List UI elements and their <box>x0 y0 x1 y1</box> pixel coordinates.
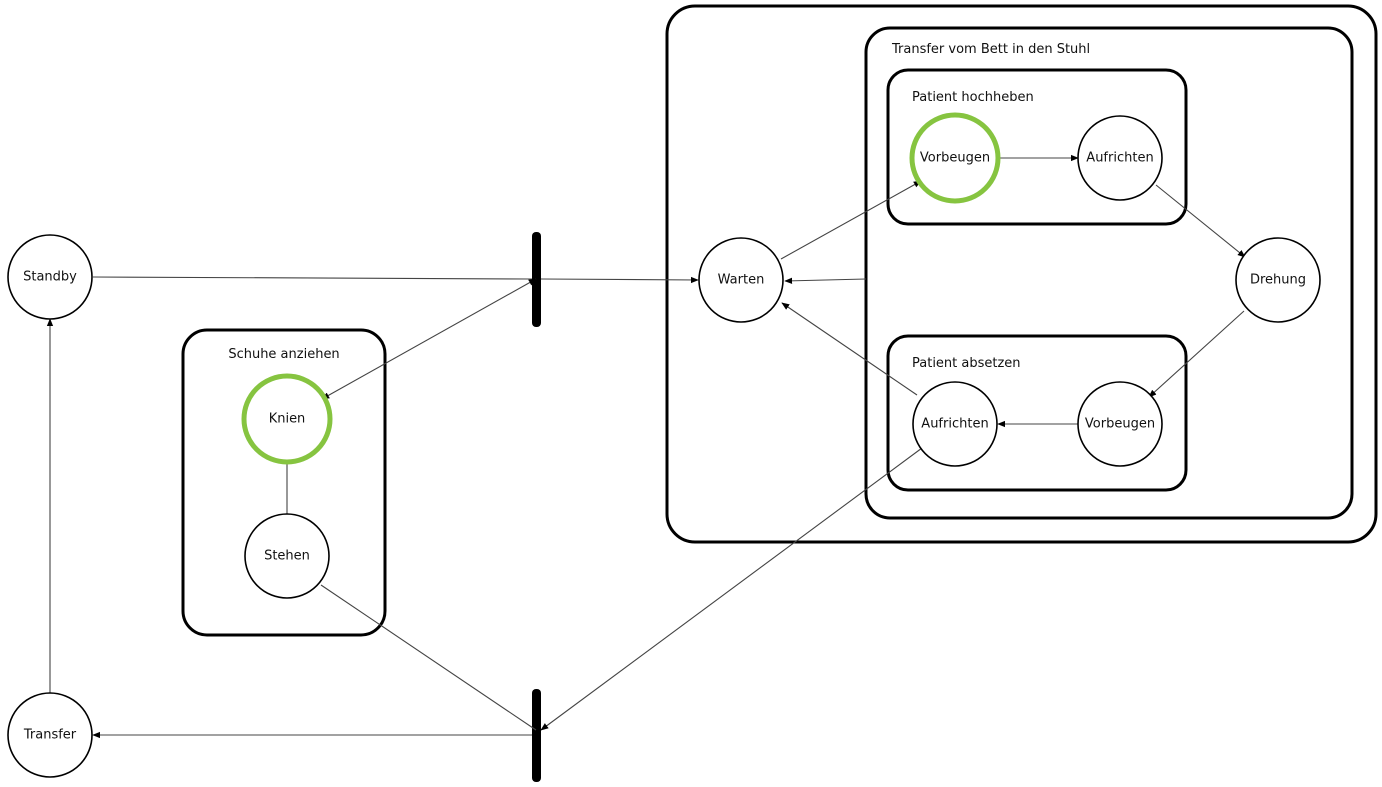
sync-bar-top <box>532 232 541 327</box>
edge-aufrichten-to-bar <box>540 447 923 731</box>
state-aufrichten-absetzen[interactable]: Aufrichten <box>912 381 998 467</box>
group-transfer-vom-bett <box>864 26 1354 520</box>
state-drehung-label: Drehung <box>1250 273 1306 288</box>
state-knien[interactable]: Knien <box>241 373 333 465</box>
edge-group-to-warten <box>784 277 867 285</box>
group-schuhe-anziehen <box>181 328 387 637</box>
state-standby-label: Standby <box>23 270 77 285</box>
state-stehen-label: Stehen <box>264 549 310 564</box>
group-patient-absetzen <box>886 334 1188 492</box>
state-vorbeugen-hochheben-label: Vorbeugen <box>920 151 990 166</box>
edge-bar-knien <box>321 278 537 400</box>
state-vorbeugen-absetzen[interactable]: Vorbeugen <box>1077 381 1163 467</box>
sync-bar-bottom <box>532 689 541 782</box>
state-drehung[interactable]: Drehung <box>1235 237 1321 323</box>
edge-aufrichten-to-drehung <box>1155 184 1246 258</box>
group-hochheben-label: Patient hochheben <box>912 90 1034 105</box>
edge-aufrichten-to-warten <box>781 302 918 396</box>
state-aufrichten-hochheben-label: Aufrichten <box>1086 151 1153 166</box>
state-warten[interactable]: Warten <box>698 237 784 323</box>
group-patient-hochheben <box>886 68 1188 226</box>
state-vorbeugen-hochheben[interactable]: Vorbeugen <box>909 112 1001 204</box>
edge-stehen-to-bar <box>320 584 537 731</box>
state-aufrichten-absetzen-label: Aufrichten <box>921 417 988 432</box>
edge-bar-to-warten <box>540 276 699 284</box>
group-transfer-label: Transfer vom Bett in den Stuhl <box>891 42 1090 57</box>
edge-drehung-to-vorbeugen <box>1148 310 1245 398</box>
state-transfer-label: Transfer <box>23 728 77 743</box>
group-absetzen-label: Patient absetzen <box>912 356 1021 371</box>
group-schuhe-label: Schuhe anziehen <box>228 347 339 362</box>
state-knien-label: Knien <box>269 412 306 427</box>
outer-container <box>665 4 1378 544</box>
state-warten-label: Warten <box>718 273 765 288</box>
state-standby[interactable]: Standby <box>7 234 93 320</box>
state-vorbeugen-absetzen-label: Vorbeugen <box>1085 417 1155 432</box>
edge-warten-to-vorbeugen <box>780 180 922 260</box>
state-stehen[interactable]: Stehen <box>244 513 330 599</box>
state-aufrichten-hochheben[interactable]: Aufrichten <box>1077 115 1163 201</box>
state-transfer[interactable]: Transfer <box>7 692 93 778</box>
edge-standby-to-bar <box>92 276 533 280</box>
